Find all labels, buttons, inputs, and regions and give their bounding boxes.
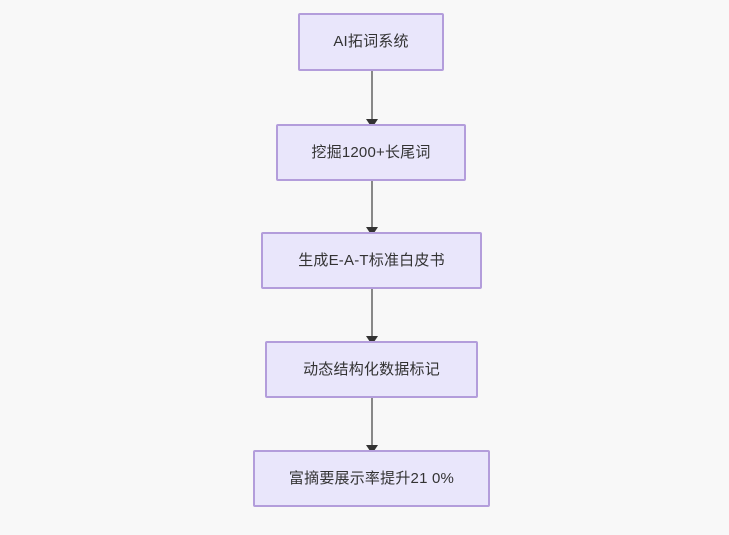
connector-line <box>371 71 373 128</box>
connector-line <box>371 397 373 454</box>
flow-connector-4 <box>366 397 378 454</box>
flow-connector-2 <box>366 181 378 236</box>
connector-line <box>371 181 373 236</box>
flow-connector-1 <box>366 71 378 128</box>
flow-node-generate-eat-whitepaper[interactable]: 生成E-A-T标准白皮书 <box>261 232 482 289</box>
flow-node-label: 动态结构化数据标记 <box>303 360 440 378</box>
flow-node-label: 富摘要展示率提升21 0% <box>288 469 455 487</box>
arrow-down-icon <box>366 119 378 128</box>
flow-node-label: 生成E-A-T标准白皮书 <box>298 251 445 269</box>
arrow-down-icon <box>366 445 378 454</box>
flow-connector-3 <box>366 289 378 345</box>
flow-node-rich-snippet-impression-lift[interactable]: 富摘要展示率提升21 0% <box>253 450 490 507</box>
flow-node-label: AI拓词系统 <box>333 33 409 50</box>
flow-node-label: 挖掘1200+长尾词 <box>311 143 431 161</box>
flow-node-mine-longtail-keywords[interactable]: 挖掘1200+长尾词 <box>276 124 466 181</box>
connector-line <box>371 289 373 345</box>
flow-node-dynamic-structured-data-markup[interactable]: 动态结构化数据标记 <box>265 341 478 398</box>
flow-node-ai-keyword-system[interactable]: AI拓词系统 <box>298 13 444 71</box>
arrow-down-icon <box>366 336 378 345</box>
arrow-down-icon <box>366 227 378 236</box>
